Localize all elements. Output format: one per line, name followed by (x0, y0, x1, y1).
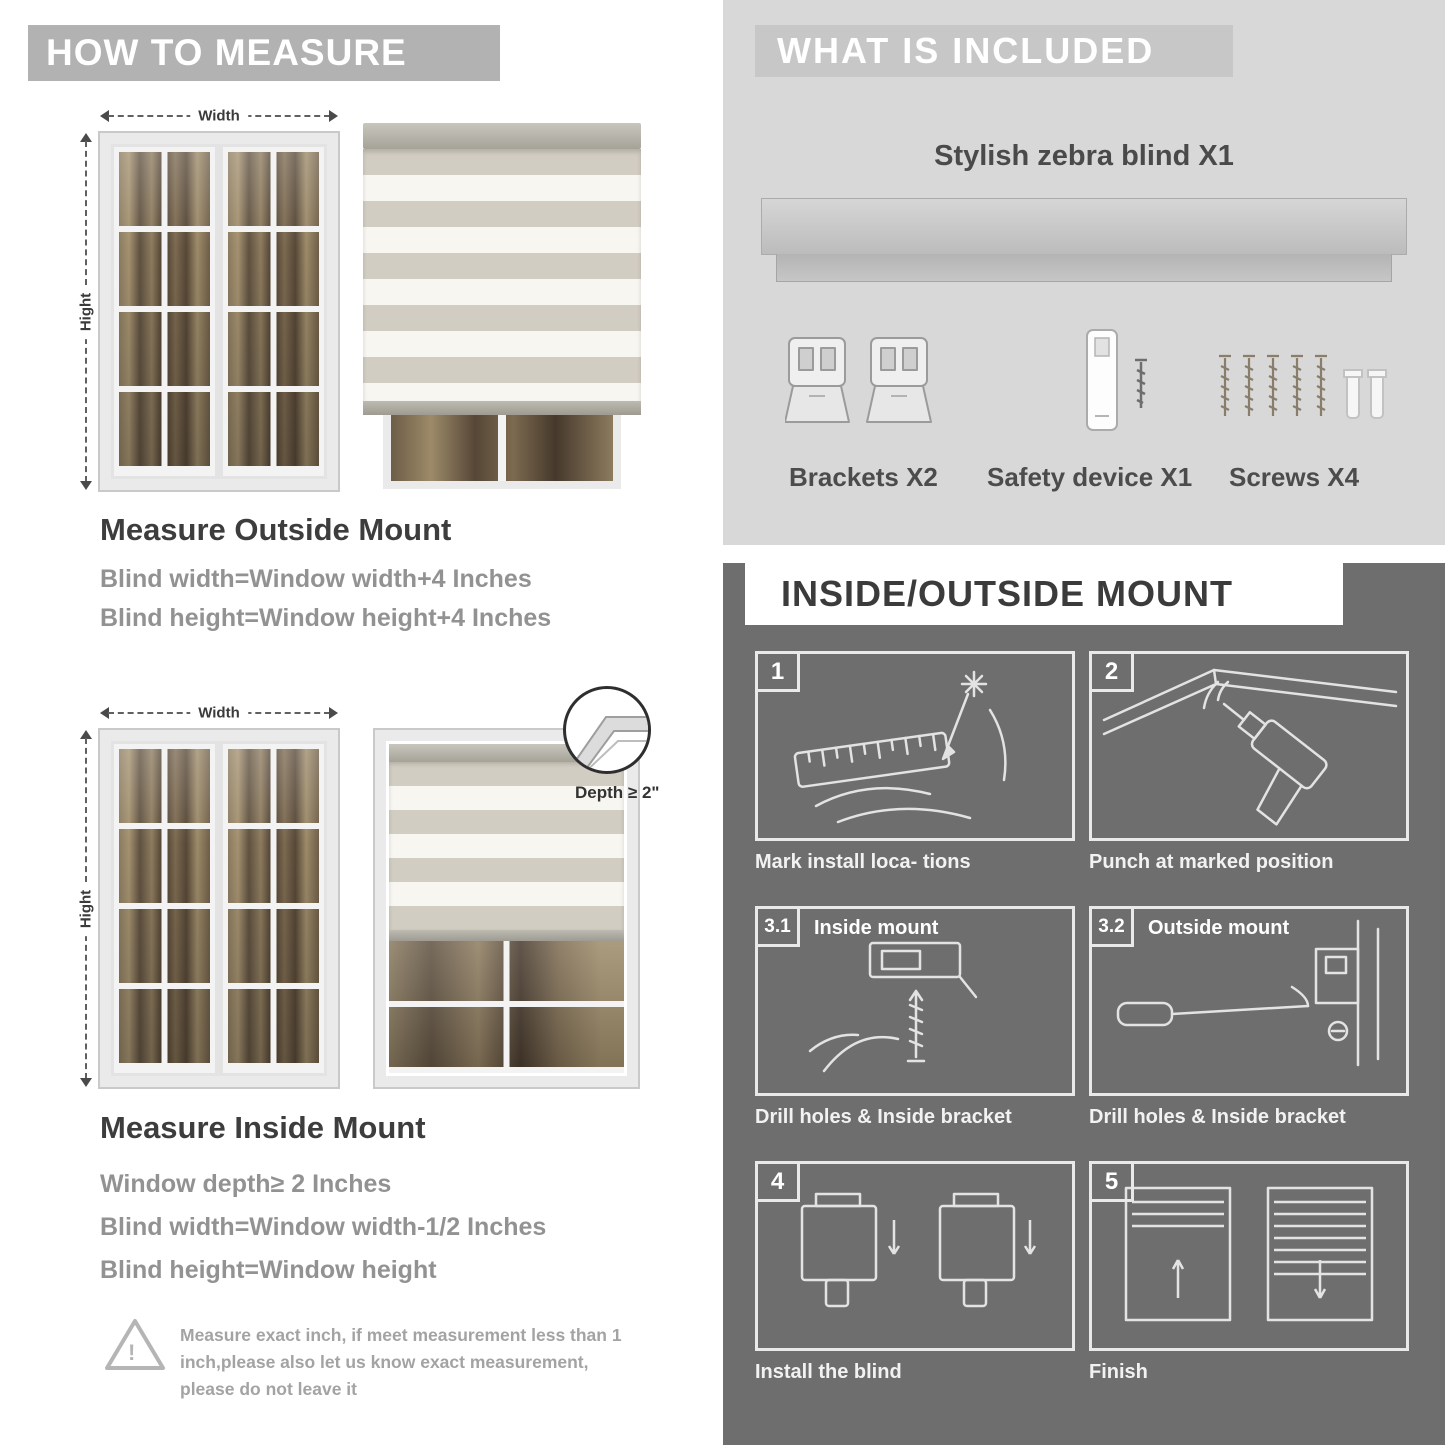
inside-bracket-illustration (808, 941, 978, 1073)
step-3-1-caption: Drill holes & Inside bracket (755, 1106, 1012, 1128)
window-sash (223, 147, 324, 476)
blind-fabric-stripes (389, 762, 624, 930)
safety-device-icon (1086, 329, 1147, 431)
screws-label: Screws X4 (1229, 462, 1360, 492)
safety-device-label: Safety device X1 (987, 462, 1193, 492)
step-number: 1 (758, 654, 800, 692)
screws-icon (1219, 354, 1387, 419)
outside-mount-line-1: Blind width=Window width+4 Inches (100, 565, 532, 593)
depth-corner-icon (572, 716, 648, 771)
drill-illustration (1102, 668, 1398, 826)
step-2-panel: 2 (1089, 651, 1409, 841)
inside-mount-line-3: Blind height=Window height (100, 1256, 437, 1284)
brackets-icon (785, 337, 932, 423)
window-panes-below-blind (389, 941, 624, 1073)
step-number: 3.1 (758, 909, 800, 947)
blind-valance (363, 123, 641, 149)
height-arrow: Hight (77, 730, 95, 1087)
measuring-tape-illustration (793, 670, 1007, 824)
step-3-2-panel: 3.2 Outside mount (1089, 906, 1409, 1096)
warning-text: Measure exact inch, if meet measurement … (180, 1325, 622, 1400)
width-arrow: Width (100, 107, 338, 125)
step-3-2: 3.2 Outside mount Drill holes & Inside b… (1089, 906, 1409, 1129)
depth-label: Depth ≥ 2" (575, 783, 660, 802)
step-3-1: 3.1 Inside mount Drill holes & Inside br… (755, 906, 1075, 1129)
window-photo-outside (100, 133, 338, 490)
step-2-caption: Punch at marked position (1089, 851, 1334, 873)
zebra-blind-inside-figure (375, 730, 638, 1087)
step-5-panel: 5 (1089, 1161, 1409, 1351)
exclamation-mark: ! (128, 1340, 136, 1365)
mount-guide-header: INSIDE/OUTSIDE MOUNT (745, 563, 1343, 625)
window-sash (114, 744, 215, 1073)
triangle-outline-icon (105, 1319, 165, 1370)
step-3-1-panel: 3.1 Inside mount (755, 906, 1075, 1096)
inside-mount-line-1: Window depth≥ 2 Inches (100, 1170, 392, 1198)
blind-bottom-rail (389, 930, 624, 941)
mount-guide-section: INSIDE/OUTSIDE MOUNT (723, 563, 1445, 1445)
window-sash (223, 744, 324, 1073)
headrail-graphic (761, 198, 1407, 282)
window-sash (114, 147, 215, 476)
step-4-panel: 4 (755, 1161, 1075, 1351)
product-label: Stylish zebra blind X1 (934, 140, 1234, 172)
depth-detail-circle (563, 686, 651, 774)
step-3-2-caption: Drill holes & Inside bracket (1089, 1106, 1346, 1128)
outside-mount-line-2: Blind height=Window height+4 Inches (100, 604, 552, 632)
blind-bottom-rail (363, 401, 641, 415)
install-blind-illustration (800, 1192, 1037, 1308)
window-below-blind (383, 415, 621, 489)
step-1: 1 Mark install loca- tions (755, 651, 1075, 874)
blind-fabric-stripes (363, 149, 641, 401)
outside-mount-title: Measure Outside Mount (100, 512, 452, 547)
step-5: 5 Finish (1089, 1161, 1409, 1384)
zebra-blind-outside-figure (363, 123, 641, 489)
width-arrow: Width (100, 704, 338, 722)
step-4-caption: Install the blind (755, 1361, 902, 1383)
how-to-measure-section: HOW TO MEASURE Width Hight Measure Outsi… (28, 25, 660, 1400)
how-to-measure-header: HOW TO MEASURE (28, 25, 500, 81)
inside-mount-title: Measure Inside Mount (100, 1110, 426, 1145)
step-2: 2 Punch at marked position (1089, 651, 1409, 874)
warning-triangle-icon: ! (103, 1316, 167, 1374)
blind-valance (389, 744, 624, 762)
step-3-1-title: Inside mount (814, 917, 939, 939)
window-photo-inside (100, 730, 338, 1087)
width-label: Width (190, 704, 248, 722)
height-arrow: Hight (77, 133, 95, 490)
step-1-panel: 1 (755, 651, 1075, 841)
step-number: 3.2 (1092, 909, 1134, 947)
inside-mount-line-2: Blind width=Window width-1/2 Inches (100, 1213, 547, 1241)
width-label: Width (190, 107, 248, 125)
what-is-included-section: WHAT IS INCLUDED Stylish zebra blind X1 (723, 0, 1445, 545)
finish-blind-illustration (1124, 1186, 1374, 1322)
height-label: Hight (77, 881, 95, 936)
step-number: 2 (1092, 654, 1134, 692)
outside-bracket-illustration (1116, 919, 1380, 1067)
step-1-caption: Mark install loca- tions (755, 851, 971, 873)
step-5-caption: Finish (1089, 1361, 1148, 1383)
brackets-label: Brackets X2 (789, 462, 938, 492)
step-number: 4 (758, 1164, 800, 1202)
step-number: 5 (1092, 1164, 1134, 1202)
what-is-included-header: WHAT IS INCLUDED (755, 25, 1233, 77)
step-3-2-title: Outside mount (1148, 917, 1290, 939)
step-4: 4 Install the blind (755, 1161, 1075, 1384)
height-label: Hight (77, 284, 95, 339)
